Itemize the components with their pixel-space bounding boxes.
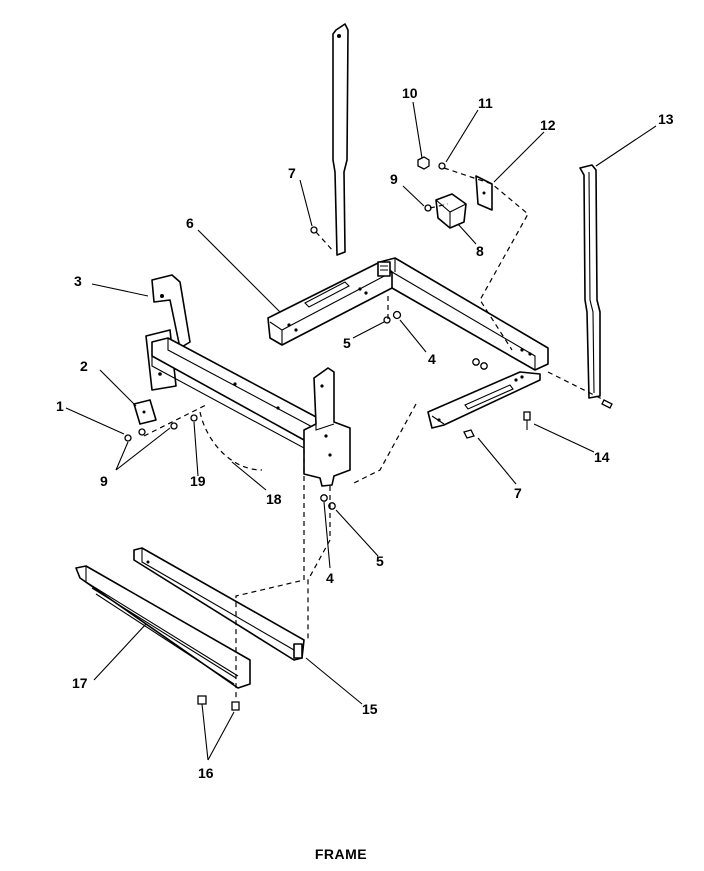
callout-3: 3 bbox=[74, 273, 82, 289]
diagram-caption: FRAME bbox=[315, 846, 367, 862]
callout-4: 4 bbox=[326, 570, 334, 586]
hardware-fasteners bbox=[124, 156, 613, 711]
callout-4: 4 bbox=[428, 351, 436, 367]
callout-6: 6 bbox=[186, 215, 194, 231]
callout-7: 7 bbox=[514, 485, 522, 501]
callout-11: 11 bbox=[478, 95, 493, 111]
callout-14: 14 bbox=[594, 449, 610, 465]
assembly-dashed-lines bbox=[143, 167, 605, 700]
callout-9: 9 bbox=[100, 473, 108, 489]
callout-19: 19 bbox=[190, 473, 206, 489]
part-8-clip bbox=[435, 193, 467, 229]
part-13-right-rail bbox=[579, 164, 601, 399]
part-15-bottom-rail bbox=[133, 547, 305, 661]
part-6-frame-tray bbox=[267, 257, 549, 371]
callout-18: 18 bbox=[266, 491, 282, 507]
part-front-upright bbox=[303, 367, 351, 487]
callout-2: 2 bbox=[80, 358, 88, 374]
callout-13: 13 bbox=[658, 111, 674, 127]
callout-12: 12 bbox=[540, 117, 556, 133]
part-2-clip bbox=[133, 399, 157, 425]
part-12-corner-bracket bbox=[475, 175, 493, 211]
callout-17: 17 bbox=[72, 675, 88, 691]
callout-8: 8 bbox=[476, 243, 484, 259]
callout-7: 7 bbox=[288, 165, 296, 181]
part-front-beam bbox=[151, 337, 319, 449]
callout-1: 1 bbox=[56, 398, 64, 414]
callout-16: 16 bbox=[198, 765, 214, 781]
callout-5: 5 bbox=[343, 335, 351, 351]
part-right-front-channel bbox=[427, 371, 541, 429]
part-17-kick-plate bbox=[75, 565, 251, 689]
part-upright-bar bbox=[332, 23, 349, 256]
callout-labels: 1 2 3 4 4 5 5 6 7 7 8 9 9 10 11 12 13 14… bbox=[56, 85, 674, 781]
callout-10: 10 bbox=[402, 85, 418, 101]
callout-9: 9 bbox=[390, 171, 398, 187]
callout-5: 5 bbox=[376, 553, 384, 569]
leader-lines bbox=[65, 101, 657, 761]
callout-15: 15 bbox=[362, 701, 378, 717]
